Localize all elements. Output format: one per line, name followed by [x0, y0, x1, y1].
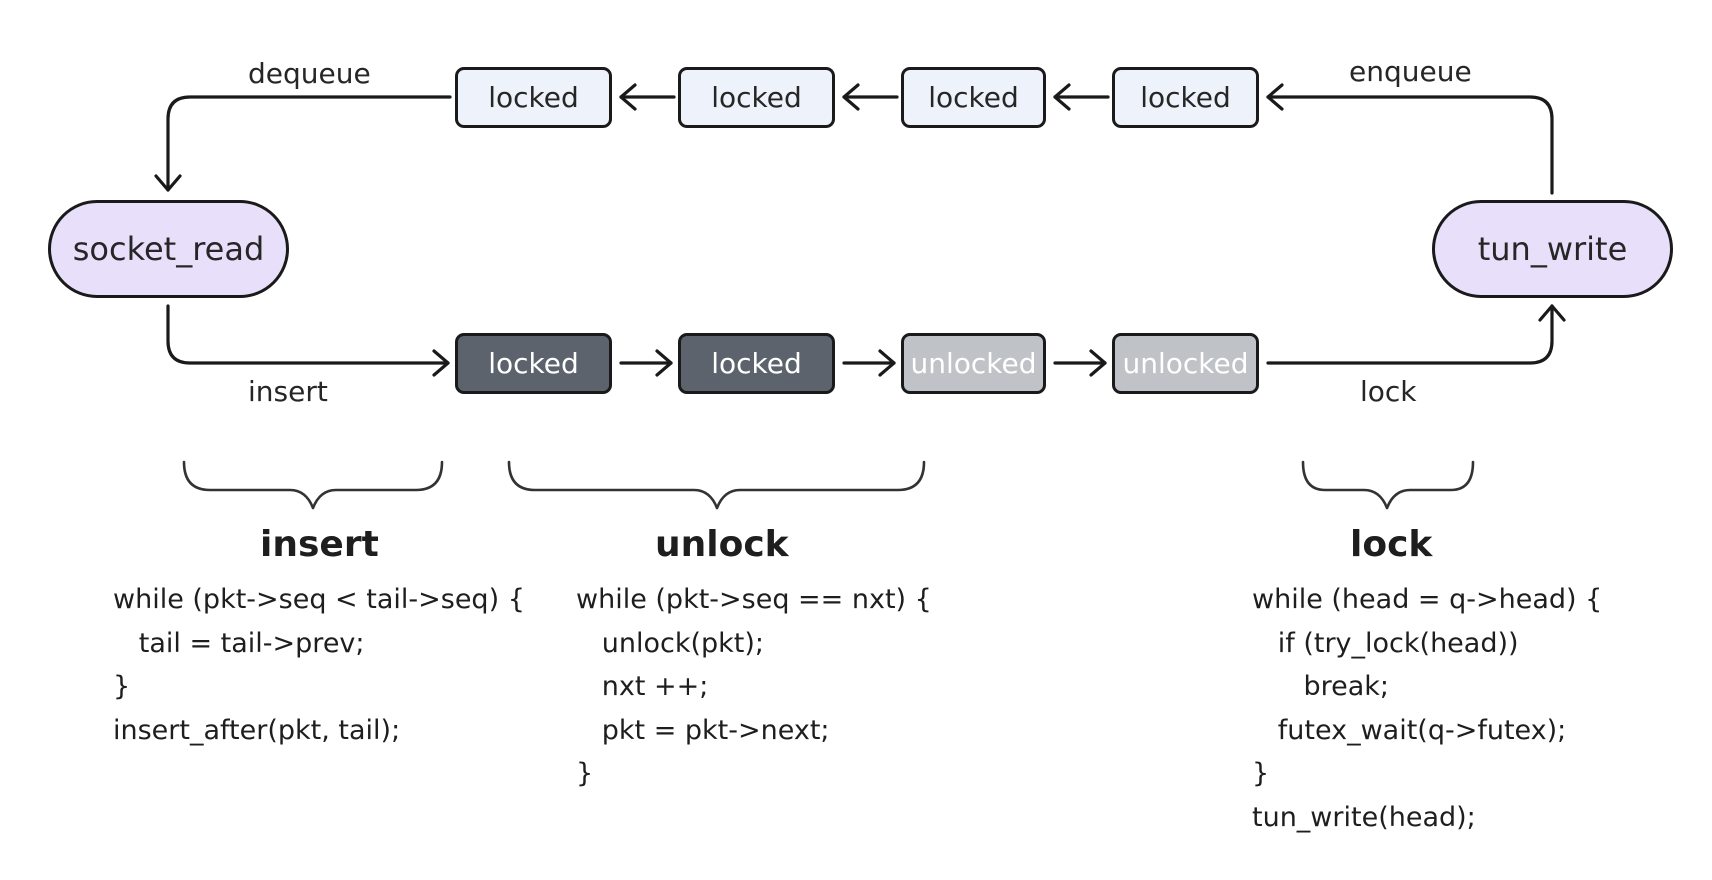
- packet-state-label: unlocked: [910, 347, 1037, 380]
- tun-write-node: tun_write: [1432, 200, 1673, 298]
- dequeue-label: dequeue: [248, 57, 371, 90]
- top-queue-packet-3: locked: [901, 67, 1046, 128]
- code-line: break;: [1252, 671, 1390, 702]
- lock-brace: [1301, 460, 1475, 510]
- code-line: }: [113, 671, 131, 702]
- code-line: while (pkt->seq < tail->seq) {: [113, 584, 525, 615]
- code-line: pkt = pkt->next;: [576, 714, 830, 746]
- top-queue-packet-1: locked: [455, 67, 612, 128]
- tun-write-label: tun_write: [1477, 230, 1628, 268]
- packet-state-label: locked: [711, 347, 802, 380]
- top-queue-packet-4: locked: [1112, 67, 1259, 128]
- code-line: while (head = q->head) {: [1252, 584, 1603, 615]
- code-line: futex_wait(q->futex);: [1252, 714, 1567, 746]
- top-queue-packet-2: locked: [678, 67, 835, 128]
- insert-edge-label: insert: [248, 375, 328, 408]
- insert-brace: [182, 460, 444, 510]
- packet-state-label: unlocked: [1122, 347, 1249, 380]
- insert-code-block: while (pkt->seq < tail->seq) { tail = ta…: [113, 578, 525, 752]
- insert-arrow: [166, 304, 450, 365]
- lock-arrow: [1266, 304, 1554, 365]
- unlock-brace: [507, 460, 926, 510]
- enqueue-label: enqueue: [1349, 55, 1472, 88]
- code-line: tun_write(head);: [1252, 801, 1476, 833]
- lock-heading: lock: [1350, 524, 1433, 565]
- packet-state-label: locked: [488, 81, 579, 114]
- packet-state-label: locked: [928, 81, 1019, 114]
- packet-state-label: locked: [711, 81, 802, 114]
- bottom-queue-packet-3: unlocked: [901, 333, 1046, 394]
- unlock-heading: unlock: [655, 524, 789, 565]
- dequeue-arrow: [166, 95, 452, 192]
- socket-read-node: socket_read: [48, 200, 289, 298]
- code-line: unlock(pkt);: [576, 627, 764, 659]
- code-line: insert_after(pkt, tail);: [113, 714, 401, 746]
- code-line: if (try_lock(head)): [1252, 627, 1519, 659]
- bottom-queue-packet-1: locked: [455, 333, 612, 394]
- lock-code-block: while (head = q->head) { if (try_lock(he…: [1252, 578, 1602, 839]
- socket-read-label: socket_read: [72, 230, 265, 268]
- bottom-queue-packet-4: unlocked: [1112, 333, 1259, 394]
- code-line: tail = tail->prev;: [113, 627, 365, 659]
- code-line: }: [576, 758, 594, 789]
- code-line: nxt ++;: [576, 671, 709, 702]
- code-line: }: [1252, 758, 1270, 789]
- packet-state-label: locked: [488, 347, 579, 380]
- packet-state-label: locked: [1140, 81, 1231, 114]
- lock-edge-label: lock: [1360, 375, 1417, 408]
- code-line: while (pkt->seq == nxt) {: [576, 584, 932, 615]
- enqueue-arrow: [1266, 95, 1554, 195]
- insert-heading: insert: [260, 524, 379, 565]
- bottom-queue-packet-2: locked: [678, 333, 835, 394]
- unlock-code-block: while (pkt->seq == nxt) { unlock(pkt); n…: [576, 578, 932, 796]
